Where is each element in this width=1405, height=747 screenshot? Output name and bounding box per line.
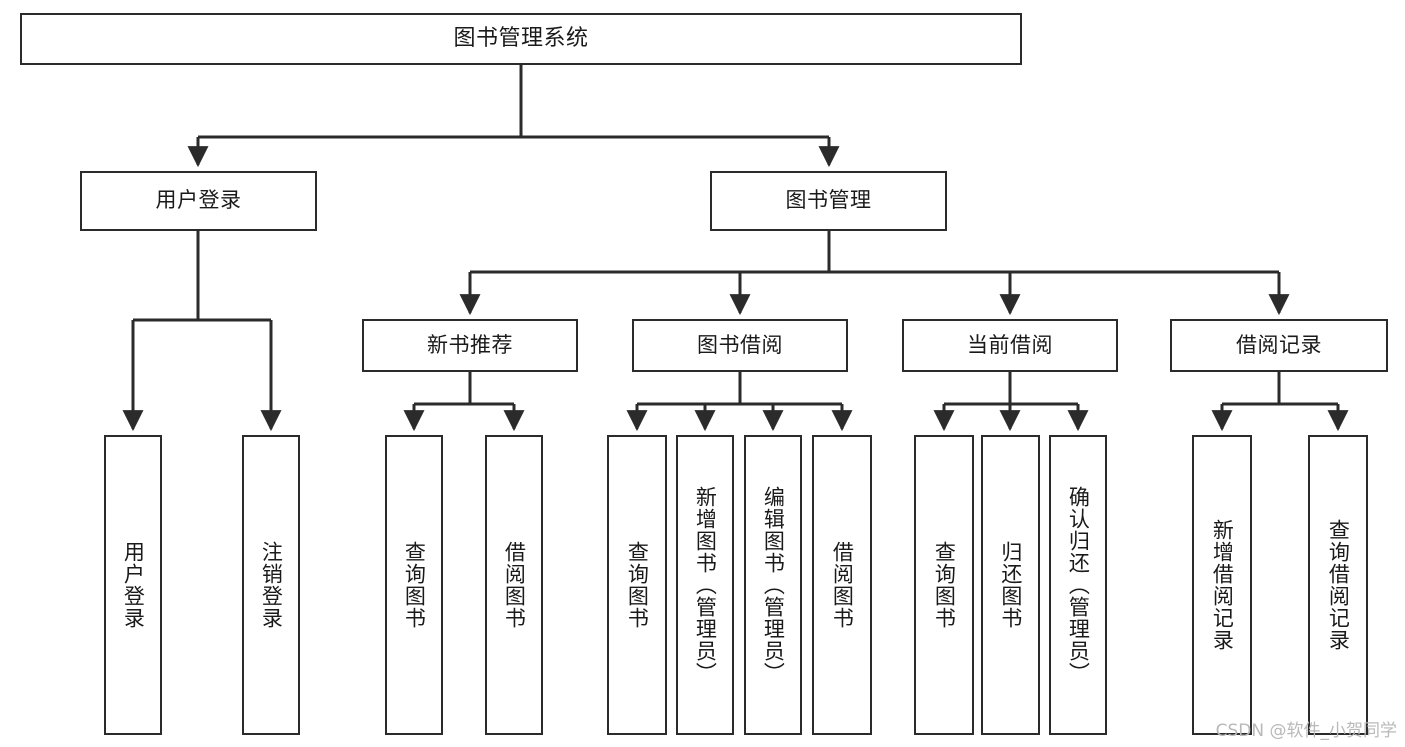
node-current-borrow[interactable]: 当前借阅 — [902, 319, 1118, 372]
node-current-borrow-label: 当前借阅 — [967, 332, 1053, 357]
node-leaf-confirm-return[interactable]: 确认归还（管理员） — [1049, 435, 1107, 735]
node-leaf-return-book[interactable]: 归还图书 — [981, 435, 1040, 735]
node-leaf-query-record-label: 查询借阅记录 — [1326, 519, 1351, 651]
node-leaf-user-login-label: 用户登录 — [121, 541, 146, 629]
node-leaf-edit-book-label: 编辑图书（管理员） — [761, 486, 786, 684]
node-book-manage-label: 图书管理 — [785, 188, 872, 213]
node-leaf-add-book-label: 新增图书（管理员） — [693, 486, 718, 684]
node-leaf-borrow-book-rec[interactable]: 借阅图书 — [485, 435, 543, 735]
node-leaf-query-book-rec-label: 查询图书 — [402, 541, 427, 629]
node-leaf-logout-label: 注销登录 — [259, 541, 284, 629]
node-leaf-confirm-return-label: 确认归还（管理员） — [1066, 486, 1091, 684]
node-leaf-query-record[interactable]: 查询借阅记录 — [1308, 435, 1368, 735]
node-leaf-add-book[interactable]: 新增图书（管理员） — [676, 435, 734, 735]
node-leaf-borrow-book-bb-label: 借阅图书 — [830, 541, 855, 629]
node-leaf-borrow-book-bb[interactable]: 借阅图书 — [812, 435, 872, 735]
node-leaf-query-book-cb[interactable]: 查询图书 — [914, 435, 974, 735]
node-leaf-logout[interactable]: 注销登录 — [242, 435, 300, 735]
node-leaf-query-book-rec[interactable]: 查询图书 — [385, 435, 443, 735]
node-leaf-query-book-cb-label: 查询图书 — [932, 541, 957, 629]
node-new-book-rec[interactable]: 新书推荐 — [362, 319, 578, 372]
node-leaf-query-book-bb[interactable]: 查询图书 — [607, 435, 667, 735]
node-leaf-return-book-label: 归还图书 — [998, 541, 1023, 629]
node-book-borrow[interactable]: 图书借阅 — [632, 319, 848, 372]
node-leaf-add-record[interactable]: 新增借阅记录 — [1192, 435, 1252, 735]
node-borrow-record-label: 借阅记录 — [1236, 332, 1322, 357]
node-leaf-borrow-book-rec-label: 借阅图书 — [502, 541, 527, 629]
node-book-manage[interactable]: 图书管理 — [710, 171, 947, 231]
node-borrow-record[interactable]: 借阅记录 — [1170, 319, 1388, 372]
node-leaf-edit-book[interactable]: 编辑图书（管理员） — [744, 435, 802, 735]
node-leaf-query-book-bb-label: 查询图书 — [625, 541, 650, 629]
node-book-borrow-label: 图书借阅 — [697, 332, 783, 357]
node-root-label: 图书管理系统 — [453, 25, 589, 51]
node-root[interactable]: 图书管理系统 — [20, 13, 1022, 65]
node-leaf-add-record-label: 新增借阅记录 — [1210, 519, 1235, 651]
csdn-watermark: CSDN @软件_小贺同学 — [1215, 721, 1397, 741]
node-user-login[interactable]: 用户登录 — [80, 171, 317, 231]
node-leaf-user-login[interactable]: 用户登录 — [104, 435, 162, 735]
node-user-login-label: 用户登录 — [155, 188, 242, 213]
node-new-book-rec-label: 新书推荐 — [427, 332, 513, 357]
